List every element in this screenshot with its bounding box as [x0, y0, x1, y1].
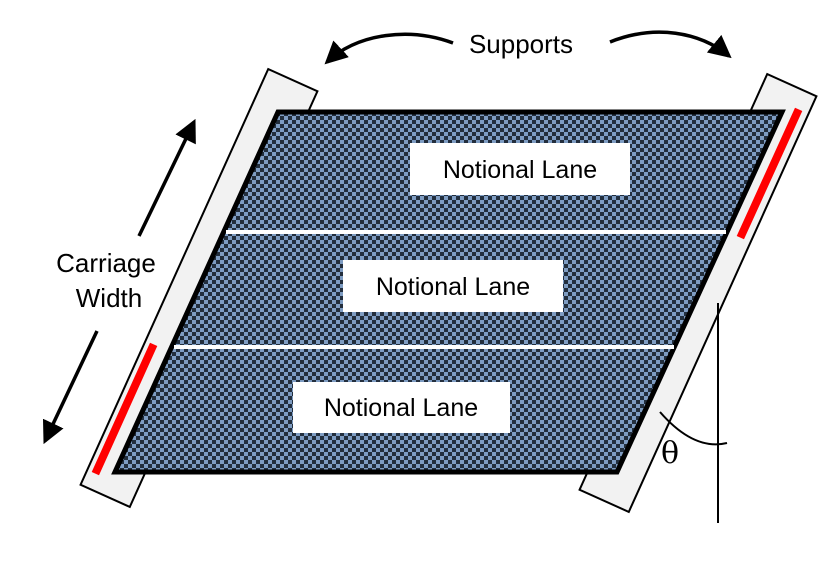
notional-lane-label-text: Notional Lane	[443, 156, 597, 184]
notional-lane-label: Notional Lane	[410, 143, 630, 195]
carriage-width-arrow-down-icon	[42, 330, 99, 445]
right-bearing-line	[736, 107, 803, 240]
carriage-width-label-line2: Width	[76, 283, 142, 313]
theta-symbol: θ	[661, 436, 679, 471]
carriage-width-label-line1: Carriage	[56, 248, 156, 278]
left-bearing-line	[91, 342, 158, 476]
supports-arrow-left-icon	[324, 32, 454, 65]
notional-lane-label-box	[410, 143, 630, 195]
carriage-width-arrow-up-icon	[137, 118, 196, 237]
notional-lane-label-box	[343, 260, 563, 312]
notional-lane-label-text: Notional Lane	[324, 394, 478, 422]
supports-arrow-right-icon	[609, 30, 732, 59]
supports-label: Supports	[469, 29, 573, 59]
notional-lane-label-box	[293, 382, 510, 433]
notional-lane-label: Notional Lane	[343, 260, 563, 312]
skew-angle-arc	[659, 411, 728, 446]
notional-lane-label: Notional Lane	[293, 382, 510, 433]
notional-lane-label-text: Notional Lane	[376, 273, 530, 301]
